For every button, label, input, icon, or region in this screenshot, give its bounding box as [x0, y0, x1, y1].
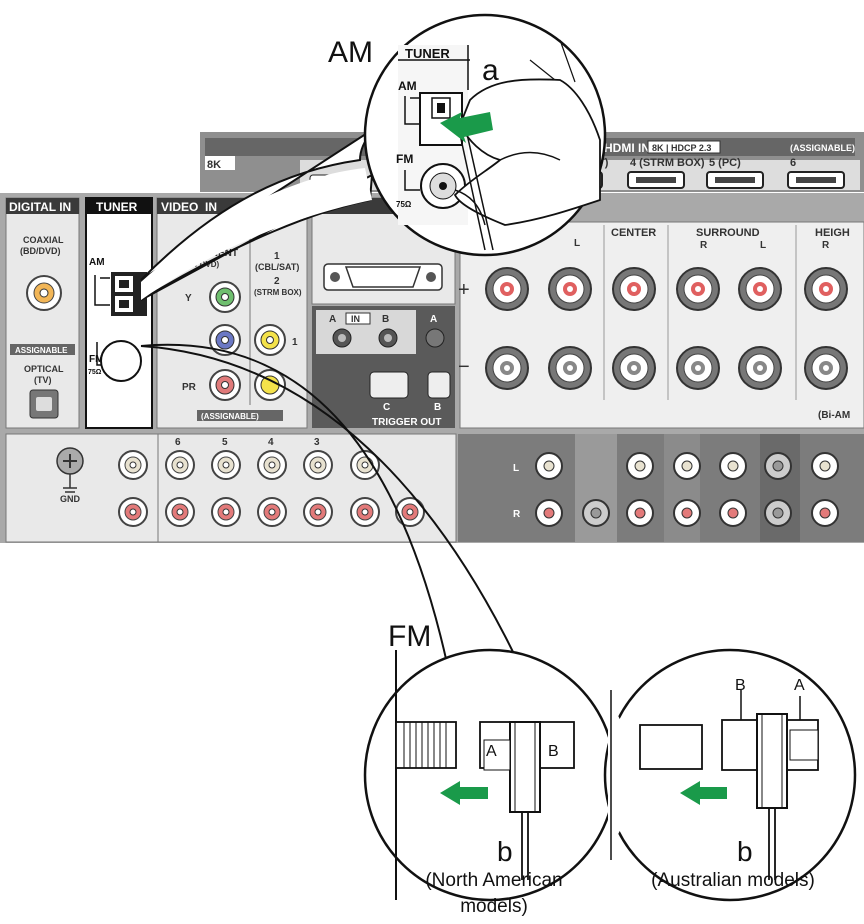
hdmi-8k-left-label: 8K: [207, 159, 221, 171]
composite-num-label: 1: [292, 337, 298, 348]
trigger-out-label: TRIGGER OUT: [372, 417, 441, 428]
step-a-label: a: [482, 54, 499, 87]
fm-ohm-label: 75Ω: [88, 369, 102, 376]
plus-label: +: [458, 279, 470, 301]
ir-a-label: A: [329, 314, 336, 325]
trigger-b-label: B: [434, 402, 441, 413]
na-a-label: A: [486, 743, 497, 760]
hdmi-assignable-label: (ASSIGNABLE): [790, 143, 855, 153]
surround-label: SURROUND: [696, 227, 760, 239]
video-label: VIDEO: [161, 200, 198, 214]
am-terminal-label: AM: [89, 257, 105, 268]
composite-jack-1: [255, 325, 285, 355]
height-label: HEIGH: [815, 227, 850, 239]
au-b-label: B: [735, 677, 746, 694]
component-pr-jack: [210, 370, 240, 400]
caption-north-american-line1: (North American: [425, 870, 562, 891]
col5-label: 5: [222, 437, 228, 448]
ir-a2-label: A: [430, 314, 437, 325]
gnd-label: GND: [60, 494, 81, 504]
rs232-port: [324, 264, 442, 290]
video-in-label: IN: [205, 200, 217, 214]
input1-name-label: (CBL/SAT): [255, 262, 299, 272]
preout-l-label: L: [513, 463, 519, 474]
input2-name-label: (STRM BOX): [254, 288, 302, 297]
fm-zoom-circle-na: [365, 650, 615, 900]
center-label: CENTER: [611, 227, 656, 239]
optical-label: OPTICAL: [24, 364, 64, 374]
hdmi-port-5: [707, 172, 763, 188]
input2-num-label: 2: [274, 276, 280, 287]
na-b-label: B: [548, 743, 559, 760]
front-l-label: L: [574, 238, 580, 249]
hdmi-4-label: 4 (STRM BOX): [630, 157, 705, 169]
fm-callout-label: FM: [388, 620, 431, 653]
col4-label: 4: [268, 437, 274, 448]
coaxial-sub-label: (BD/DVD): [20, 246, 61, 256]
coaxial-jack: [27, 276, 61, 310]
preout-r-label: R: [513, 509, 521, 520]
component-y-jack: [210, 282, 240, 312]
hdmi-6-label: 6: [790, 157, 796, 169]
optical-jack: [30, 390, 58, 418]
am-callout-label: AM: [328, 36, 373, 69]
fm-terminal: [101, 341, 141, 381]
assignable-label: ASSIGNABLE: [15, 346, 68, 355]
fm-connector-zoom: [421, 164, 465, 208]
am-zoom-am-label: AM: [398, 79, 417, 93]
height-r-label: R: [822, 240, 830, 251]
ir-b-label: B: [382, 314, 389, 325]
step-b-na-label: b: [497, 836, 513, 867]
surround-l-label: L: [760, 240, 766, 251]
coaxial-label: COAXIAL: [23, 235, 64, 245]
hdmi-in-label: HDMI IN: [604, 141, 650, 155]
fm-zoom-circle-au: [605, 650, 855, 900]
tuner-label: TUNER: [96, 200, 138, 214]
am-zoom-ohm-label: 75Ω: [396, 200, 412, 209]
surround-r-label: R: [700, 240, 708, 251]
optical-sub-label: (TV): [34, 375, 52, 385]
hdmi-8k-label: 8K | HDCP 2.3: [652, 143, 711, 153]
step-b-au-label: b: [737, 836, 753, 867]
col3-label: 3: [314, 437, 320, 448]
hdmi-port-4: [628, 172, 684, 188]
col6-label: 6: [175, 437, 181, 448]
trigger-c-label: C: [383, 402, 390, 413]
minus-label: −: [458, 356, 470, 378]
y-label: Y: [185, 293, 192, 304]
caption-australian: (Australian models): [651, 870, 815, 891]
am-zoom-fm-label: FM: [396, 152, 413, 166]
assignable2-label: (ASSIGNABLE): [201, 412, 259, 421]
digital-in-label: DIGITAL IN: [9, 200, 71, 214]
am-zoom-tuner-label: TUNER: [405, 46, 450, 61]
bi-amp-label: (Bi-AM: [818, 410, 850, 421]
ir-in-label: IN: [351, 314, 360, 324]
au-a-label: A: [794, 677, 805, 694]
hdmi-5-label: 5 (PC): [709, 157, 741, 169]
input1-num-label: 1: [274, 251, 280, 262]
hdmi-port-6: [788, 172, 844, 188]
caption-north-american-line2: models): [460, 896, 528, 917]
pr-label: PR: [182, 382, 197, 393]
